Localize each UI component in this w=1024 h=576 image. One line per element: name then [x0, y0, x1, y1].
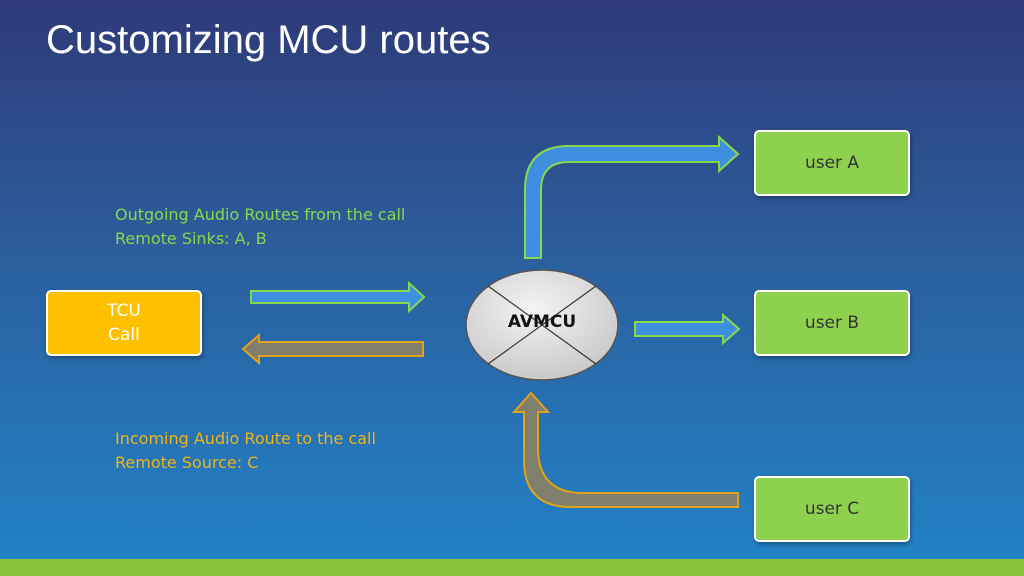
- bottom-accent-bar: [0, 559, 1024, 576]
- user-a-label: user A: [804, 153, 860, 173]
- outgoing-routes-line-2: Remote Sinks: A, B: [115, 229, 267, 248]
- outgoing-routes-note: Outgoing Audio Routes from the call Remo…: [115, 203, 405, 251]
- user-b-box: user B: [754, 290, 910, 356]
- outgoing-routes-line-1: Outgoing Audio Routes from the call: [115, 205, 406, 224]
- avmcu-label: AVMCU: [507, 312, 577, 332]
- user-a-box: user A: [754, 130, 910, 196]
- slide-title: Customizing MCU routes: [46, 18, 491, 62]
- tcu-label: TCU: [107, 301, 141, 321]
- incoming-route-note: Incoming Audio Route to the call Remote …: [115, 427, 376, 475]
- user-b-label: user B: [804, 313, 860, 333]
- tcu-call-box: TCU Call: [46, 290, 202, 356]
- incoming-route-line-1: Incoming Audio Route to the call: [115, 429, 376, 448]
- user-c-label: user C: [804, 499, 860, 519]
- outgoing-arrow-avmcu-to-user-b: [634, 312, 741, 346]
- outgoing-arrow-avmcu-to-user-a: [524, 134, 740, 259]
- incoming-arrow-user-c-to-avmcu: [511, 391, 739, 508]
- incoming-route-line-2: Remote Source: C: [115, 453, 259, 472]
- avmcu-node: [465, 269, 619, 381]
- outgoing-arrow-tcu-to-avmcu: [250, 280, 426, 314]
- incoming-arrow-avmcu-to-tcu: [241, 332, 424, 366]
- call-label: Call: [108, 325, 140, 345]
- user-c-box: user C: [754, 476, 910, 542]
